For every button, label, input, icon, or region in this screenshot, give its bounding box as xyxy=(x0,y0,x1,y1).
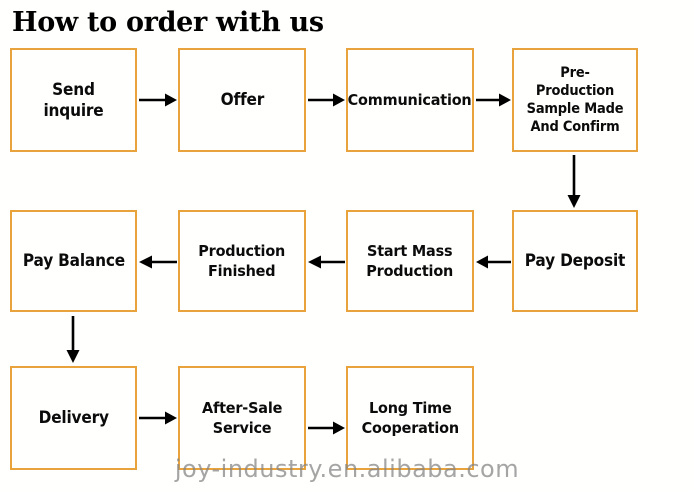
flow-box-pre-production-sample[interactable]: Pre-Production Sample Made And Confirm xyxy=(512,48,638,152)
flow-box-label: Production Finished xyxy=(198,241,286,280)
arrow-pre-production-to-pay-deposit xyxy=(565,155,583,208)
arrow-start-mass-production-to-production-finished xyxy=(308,253,345,271)
flow-box-send-inquire[interactable]: Send inquire xyxy=(10,48,137,152)
flow-box-pay-deposit[interactable]: Pay Deposit xyxy=(512,210,638,312)
page-title: How to order with us xyxy=(12,7,324,38)
flow-box-label: Long Time Cooperation xyxy=(361,398,459,437)
flow-box-long-time-cooperation[interactable]: Long Time Cooperation xyxy=(346,366,474,470)
flow-box-offer[interactable]: Offer xyxy=(178,48,306,152)
arrow-communication-to-pre-production xyxy=(476,91,511,109)
flow-box-label: Communication xyxy=(348,90,472,109)
flow-box-label: Delivery xyxy=(38,408,109,428)
arrow-pay-balance-to-delivery xyxy=(64,316,82,363)
flow-box-label: Pay Balance xyxy=(22,251,125,271)
flow-box-start-mass-production[interactable]: Start Mass Production xyxy=(346,210,474,312)
arrow-pay-deposit-to-start-mass-production xyxy=(476,253,511,271)
flow-box-label: After-Sale Service xyxy=(201,398,283,437)
flow-box-delivery[interactable]: Delivery xyxy=(10,366,137,470)
flow-box-production-finished[interactable]: Production Finished xyxy=(178,210,306,312)
arrow-send-inquire-to-offer xyxy=(139,91,177,109)
flow-box-label: Pay Deposit xyxy=(524,251,626,271)
flow-box-after-sale-service[interactable]: After-Sale Service xyxy=(178,366,306,470)
flow-box-pay-balance[interactable]: Pay Balance xyxy=(10,210,137,312)
arrow-offer-to-communication xyxy=(308,91,345,109)
arrow-after-sale-service-to-long-time-cooperation xyxy=(308,419,345,437)
flow-box-label: Offer xyxy=(220,90,264,110)
flow-box-communication[interactable]: Communication xyxy=(346,48,474,152)
flow-box-label: Send inquire xyxy=(43,79,104,120)
arrow-production-finished-to-pay-balance xyxy=(139,253,177,271)
flow-box-label: Start Mass Production xyxy=(366,241,454,280)
arrow-delivery-to-after-sale-service xyxy=(139,409,177,427)
flow-box-label: Pre-Production Sample Made And Confirm xyxy=(526,64,624,136)
